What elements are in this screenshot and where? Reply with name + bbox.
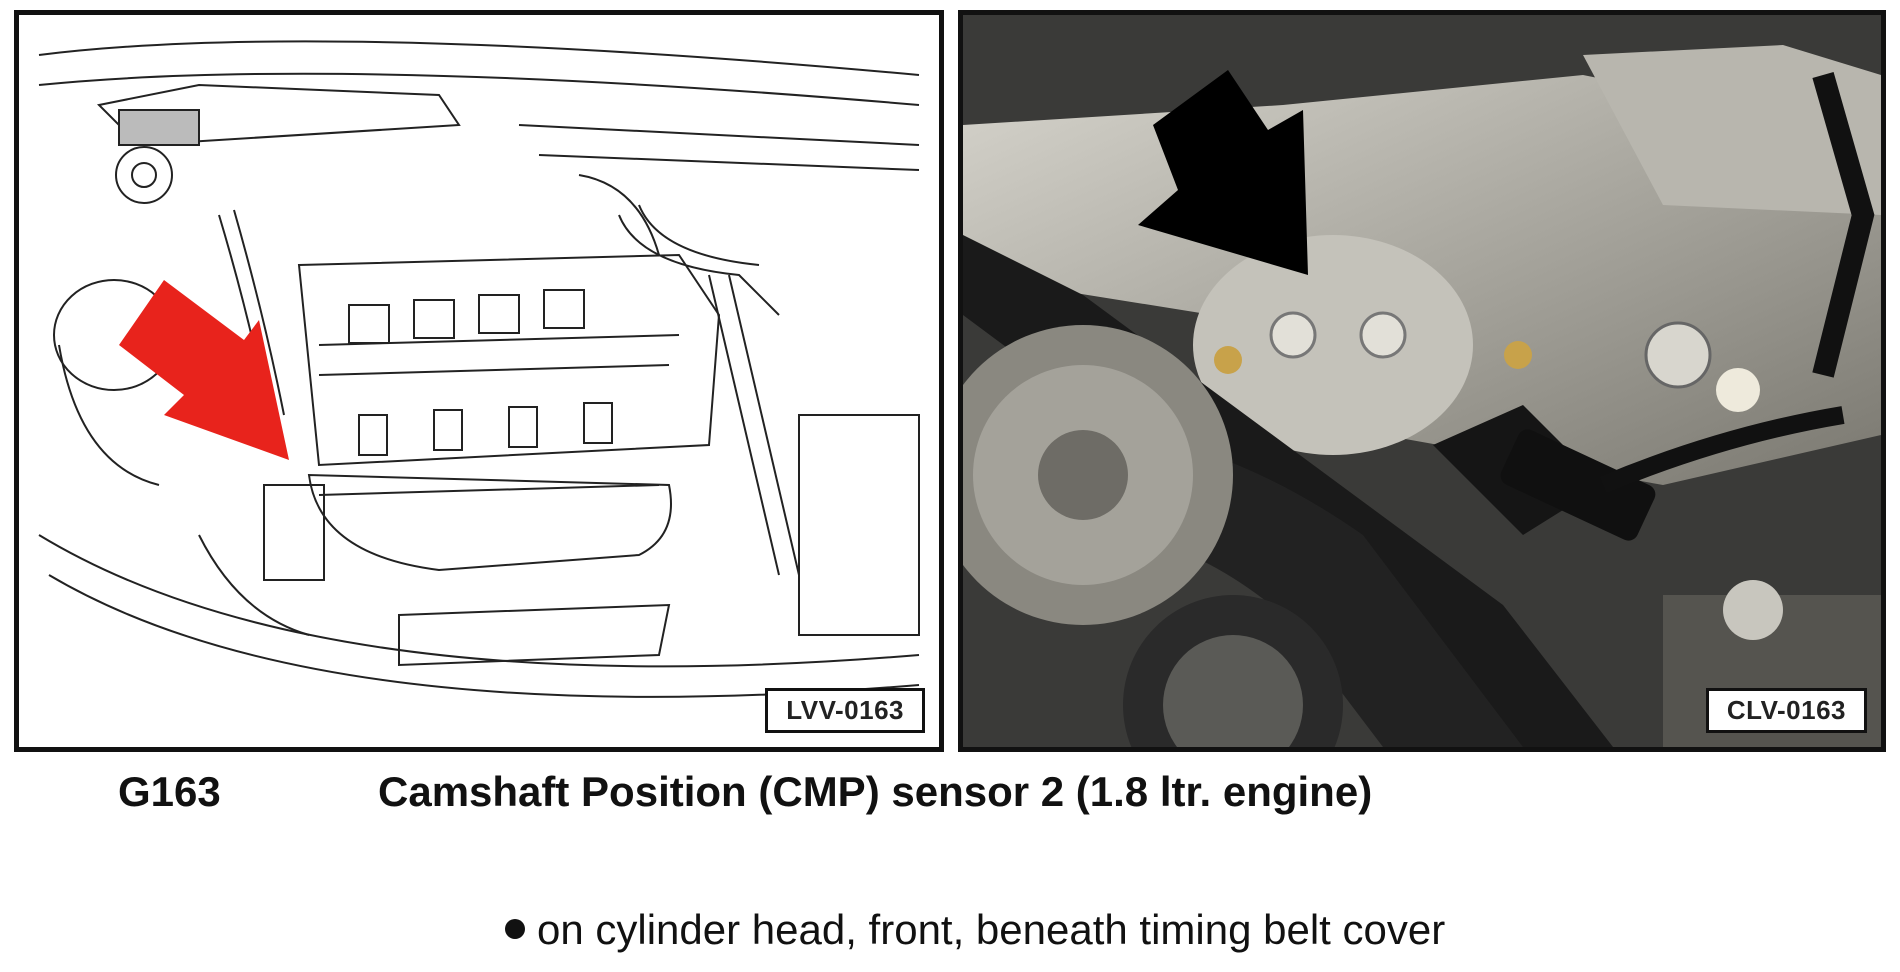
location-text: on cylinder head, front, beneath timing … [537,906,1446,953]
engine-photo [963,15,1881,747]
location-line: on cylinder head, front, beneath timing … [505,906,1445,954]
figure-ref-code-right: CLV-0163 [1705,688,1867,733]
figure-ref-code-left: LVV-0163 [765,688,925,733]
engine-photo-panel: CLV-0163 [958,10,1886,752]
component-code: G163 [118,768,221,815]
engine-line-drawing [38,40,920,698]
engine-drawing-panel: LVV-0163 [14,10,944,752]
bullet-icon [505,918,525,939]
component-name: Camshaft Position (CMP) sensor 2 (1.8 lt… [378,768,1373,815]
